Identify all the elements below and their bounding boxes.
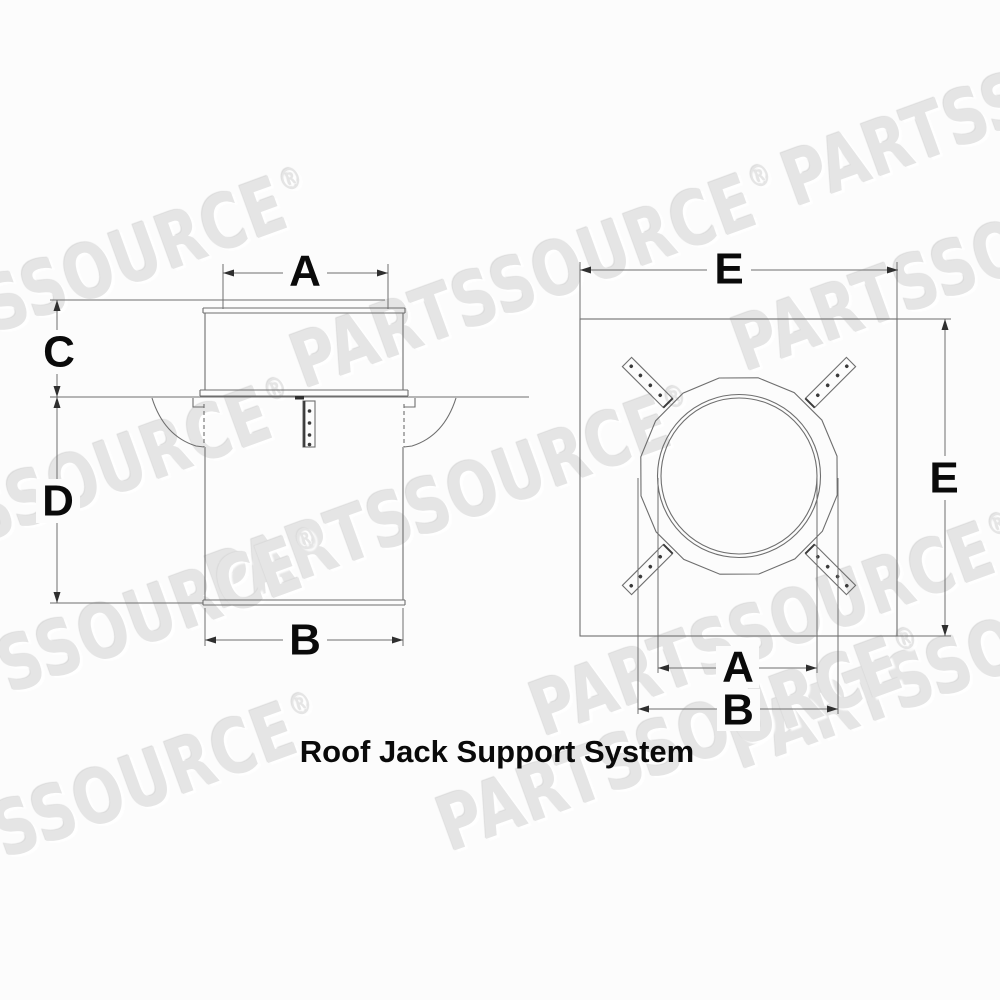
top-dim-e-right-label: E xyxy=(929,454,958,503)
bracket-hole xyxy=(648,564,653,569)
top-view: E E A B xyxy=(579,245,966,735)
arrow-left xyxy=(638,705,649,713)
arrow-down xyxy=(941,625,949,636)
bracket-hole xyxy=(658,393,663,398)
arrow-left xyxy=(223,269,234,277)
strap-hole xyxy=(307,409,312,413)
strap-hole xyxy=(307,421,312,425)
strap-tab xyxy=(295,396,304,400)
label-mask xyxy=(707,247,751,291)
arrow-up xyxy=(941,319,949,330)
arrow-right xyxy=(887,266,898,274)
corner-bracket-se xyxy=(804,543,857,596)
arrow-right xyxy=(806,664,817,672)
collar-ring-outer xyxy=(640,377,838,575)
arrow-right xyxy=(827,705,838,713)
bracket-hole xyxy=(835,373,840,378)
arrow-down xyxy=(53,592,61,603)
label-mask xyxy=(716,646,759,688)
flashing-right xyxy=(403,397,457,448)
lower-pipe xyxy=(202,404,406,606)
corner-bracket-ne xyxy=(804,356,857,409)
arrow-up xyxy=(53,300,61,311)
bracket-hole xyxy=(638,574,643,579)
label-mask xyxy=(283,249,327,293)
side-dim-d-label: D xyxy=(42,477,74,526)
corner-bracket-sw xyxy=(621,543,674,596)
side-dim-c-label: C xyxy=(43,328,75,377)
bracket-hole xyxy=(825,564,830,569)
support-strap xyxy=(295,396,316,448)
bracket-hole xyxy=(825,383,830,388)
flashing-step-right xyxy=(404,398,416,408)
label-mask xyxy=(922,456,966,500)
top-dim-a-label: A xyxy=(722,643,754,692)
side-dim-b-label: B xyxy=(289,616,321,665)
roof-flange xyxy=(199,389,409,397)
label-mask xyxy=(36,479,80,523)
dim-b-side xyxy=(204,608,404,646)
pipe-wall-outer xyxy=(656,393,822,559)
arrow-left xyxy=(205,636,216,644)
arrow-right xyxy=(392,636,403,644)
upper-drum xyxy=(204,313,404,390)
bracket-hole xyxy=(815,554,820,559)
bracket-hole xyxy=(844,364,849,369)
diagram-title: Roof Jack Support System xyxy=(300,734,694,769)
bracket-hole xyxy=(629,583,634,588)
arrow-left xyxy=(580,266,591,274)
top-dim-e-top-label: E xyxy=(714,245,743,294)
arrow-up xyxy=(53,397,61,408)
strap-hole xyxy=(307,433,312,437)
pipe-wall-inner xyxy=(660,397,818,555)
bracket-hole xyxy=(658,554,663,559)
bracket-hole xyxy=(815,393,820,398)
side-dim-a-label: A xyxy=(289,247,321,296)
collar-rim xyxy=(202,307,406,314)
top-dim-b-label: B xyxy=(722,686,754,735)
bracket-hole xyxy=(638,373,643,378)
label-mask xyxy=(717,689,760,731)
arrow-down xyxy=(53,386,61,397)
bracket-hole xyxy=(844,583,849,588)
label-mask xyxy=(37,330,81,374)
flashing-step-left xyxy=(192,398,204,408)
side-view: A C D B xyxy=(36,247,529,665)
flashing-left xyxy=(151,397,205,448)
dim-c-d-side xyxy=(50,299,385,604)
strap-hole xyxy=(307,442,312,447)
corner-bracket-nw xyxy=(621,356,674,409)
arrow-left xyxy=(658,664,669,672)
bracket-hole xyxy=(629,364,634,369)
base-plate xyxy=(579,318,898,637)
arrow-right xyxy=(377,269,388,277)
label-mask xyxy=(283,618,327,662)
bracket-hole xyxy=(648,383,653,388)
